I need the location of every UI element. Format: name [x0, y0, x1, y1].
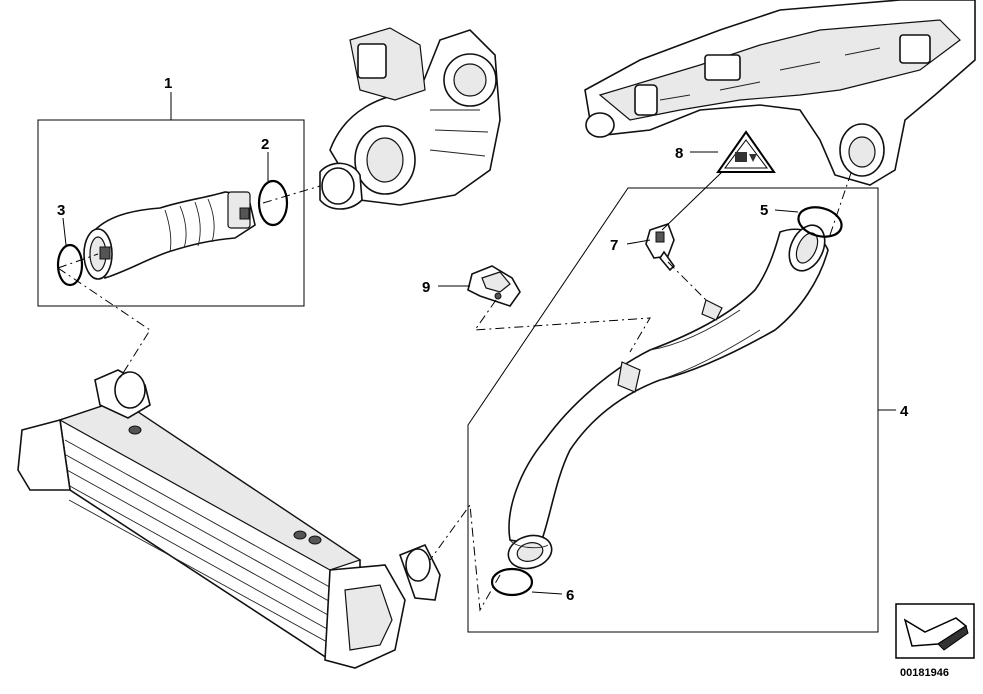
callout-3: 3 [57, 202, 65, 219]
o-ring-5 [797, 206, 843, 238]
leader-lines [62, 92, 896, 595]
bracket-9 [467, 265, 521, 307]
group-box-4 [467, 187, 879, 633]
turbocharger [319, 27, 501, 210]
callout-4: 4 [900, 403, 909, 420]
direction-arrow-icon [895, 603, 975, 659]
catalog-number: 00181946 [900, 667, 949, 679]
intercooler [17, 369, 441, 669]
callout-8: 8 [675, 145, 683, 162]
callout-5: 5 [760, 202, 768, 219]
o-ring-2 [257, 179, 289, 227]
connection-lines [57, 169, 853, 612]
callout-1: 1 [164, 75, 172, 92]
intake-manifold [584, 0, 976, 186]
callout-7: 7 [610, 237, 618, 254]
callout-9: 9 [422, 279, 430, 296]
callout-6: 6 [566, 587, 574, 604]
charge-air-pipe-4 [507, 224, 829, 570]
charge-air-hose-1 [83, 191, 256, 280]
o-ring-3 [56, 243, 84, 287]
callout-2: 2 [261, 136, 269, 153]
o-ring-6 [490, 567, 534, 597]
warning-triangle-icon [716, 130, 776, 173]
pressure-sensor-7 [645, 222, 676, 272]
